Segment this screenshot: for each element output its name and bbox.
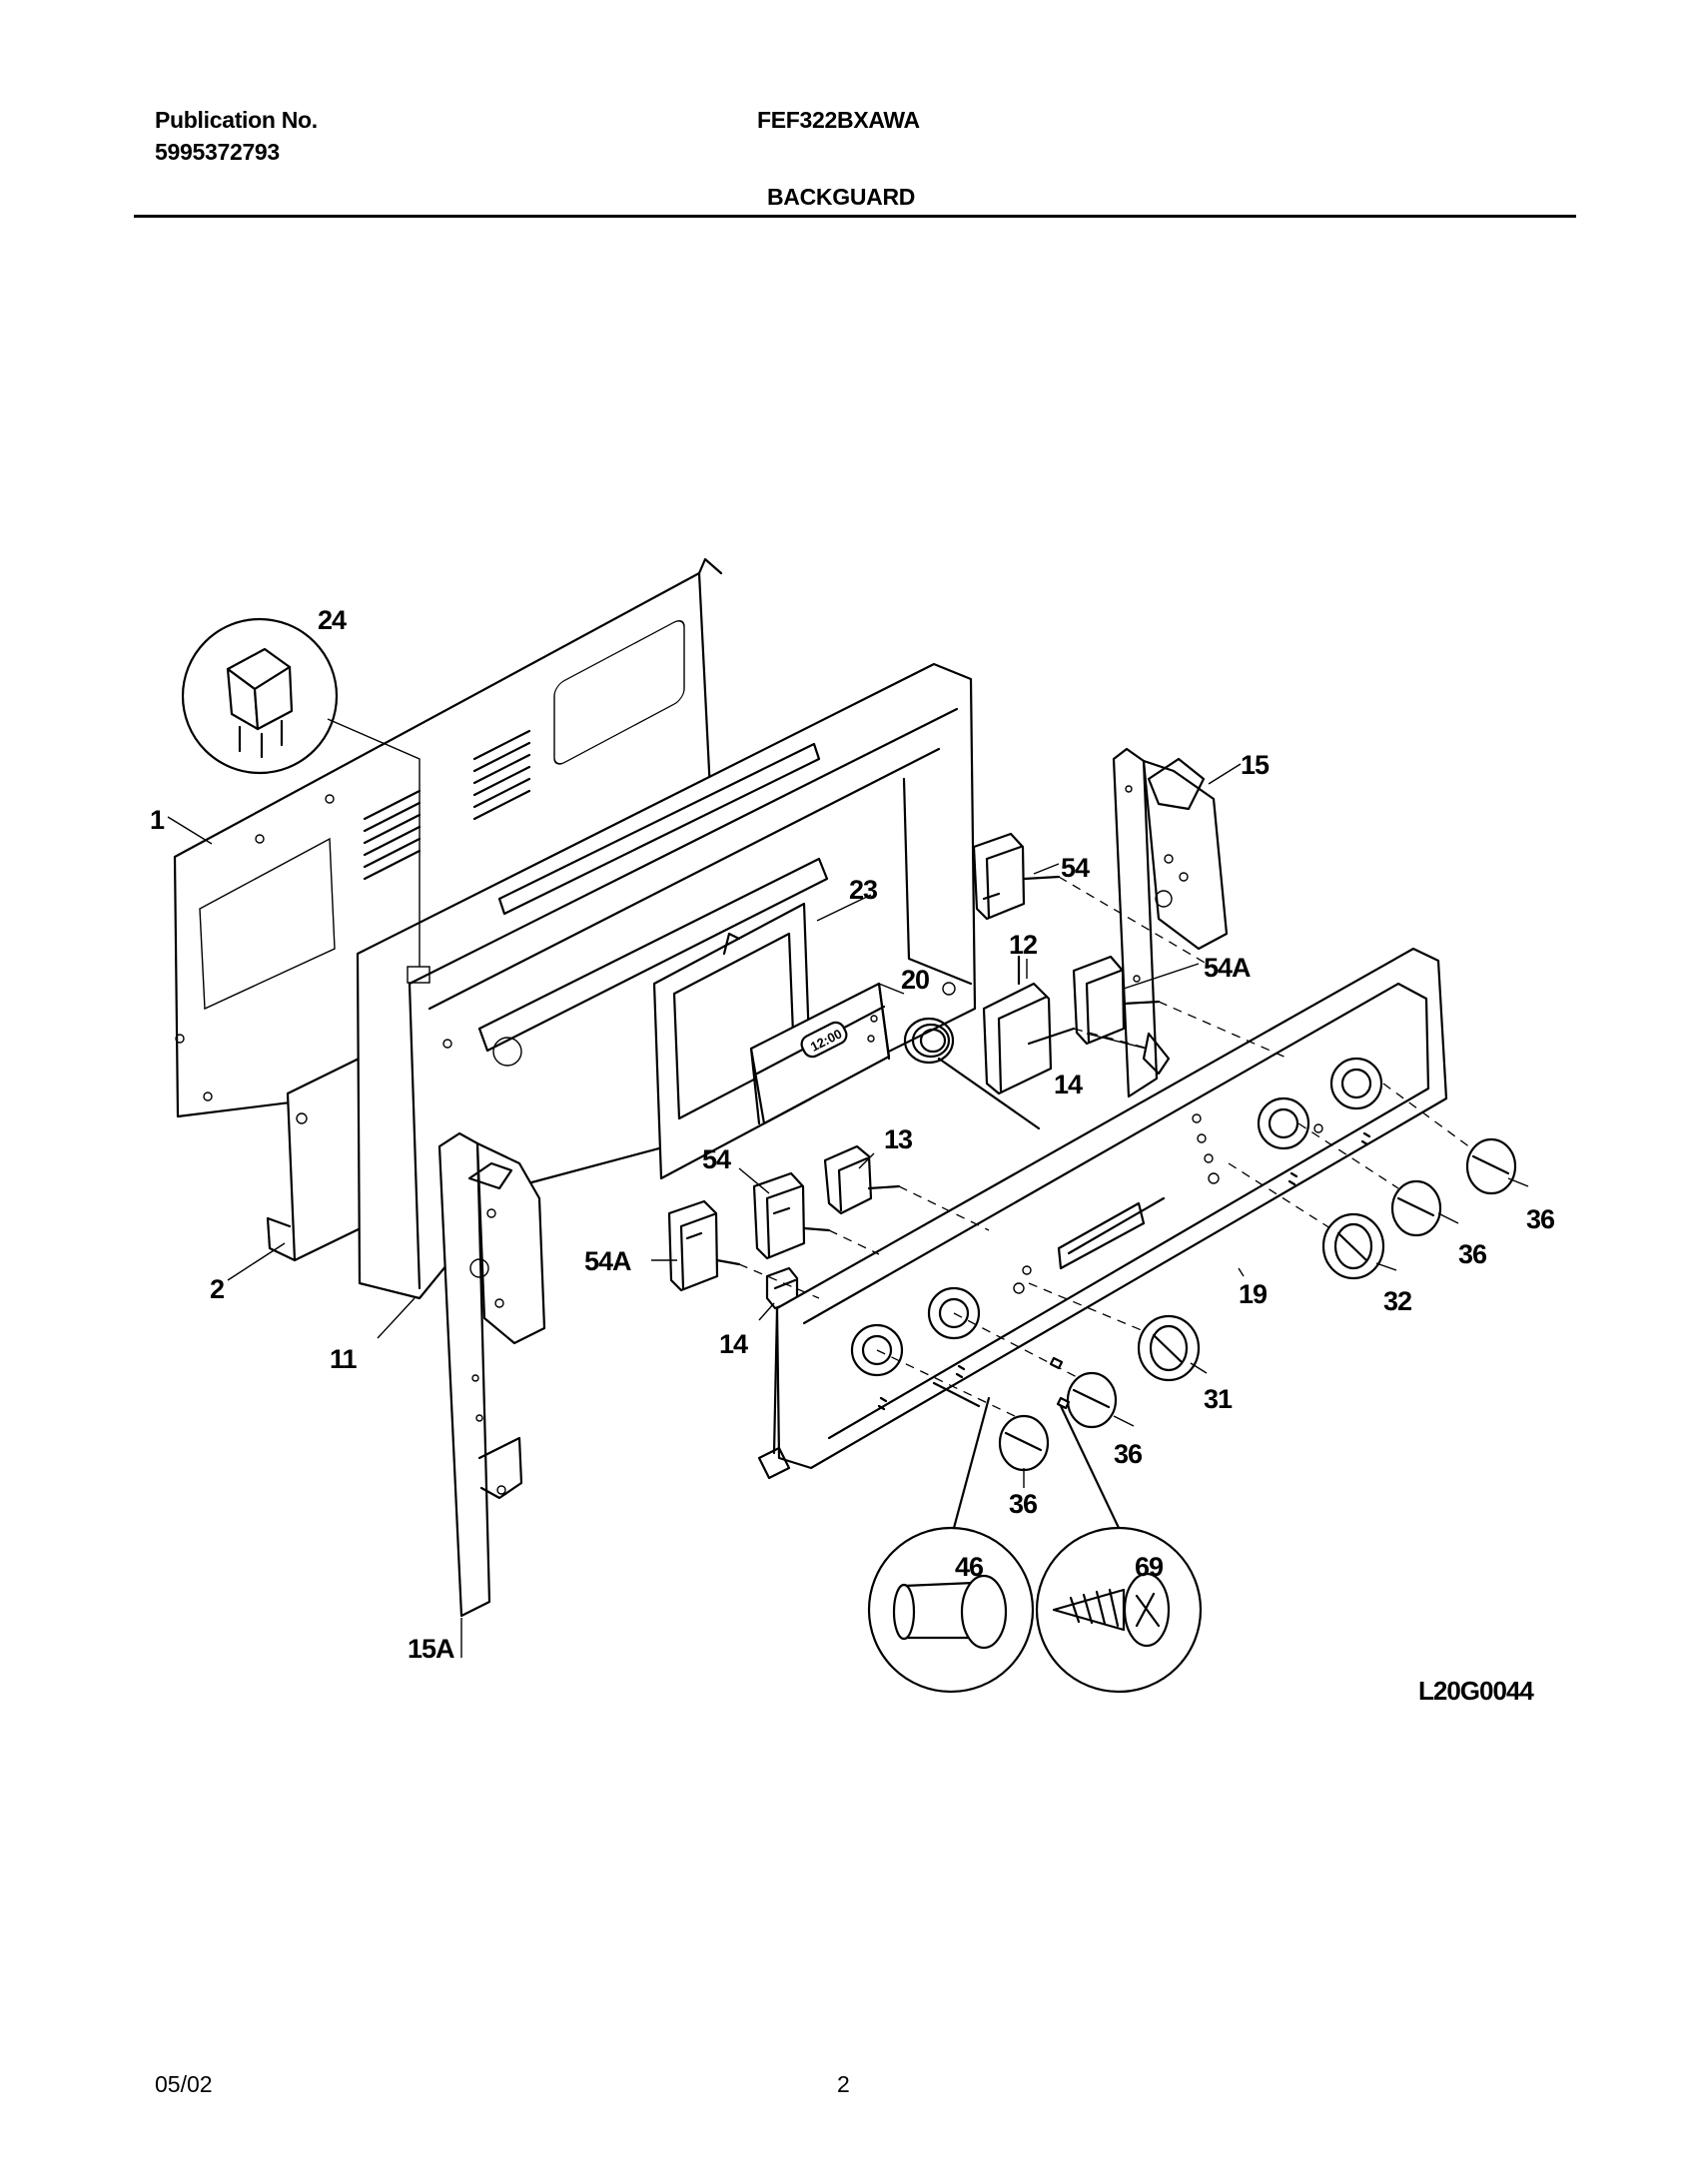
section-title: BACKGUARD bbox=[767, 184, 916, 210]
callout-14-right: 14 bbox=[1054, 1070, 1083, 1099]
right-side-bracket-part-15 bbox=[1112, 747, 1229, 1098]
model-number: FEF322BXAWA bbox=[757, 107, 920, 133]
callout-leaders bbox=[167, 763, 1529, 1658]
callout-69: 69 bbox=[1135, 1552, 1164, 1582]
control-knobs bbox=[998, 1137, 1517, 1472]
knob-part-36-3 bbox=[1066, 1371, 1118, 1429]
left-side-bracket-part-15A bbox=[437, 1131, 546, 1618]
knob-part-36-4 bbox=[998, 1414, 1050, 1472]
infinite-switch-part-54-right bbox=[972, 832, 1061, 921]
electronic-clock-part-20: 12:00 bbox=[749, 982, 891, 1125]
knob-part-36-1 bbox=[1465, 1137, 1517, 1195]
callout-36-right: 36 bbox=[1458, 1239, 1487, 1269]
rocker-switch-detail-part-24 bbox=[181, 617, 421, 967]
panel-screw bbox=[1049, 1356, 1064, 1370]
knob-part-36-2 bbox=[1390, 1179, 1442, 1237]
callout-46: 46 bbox=[955, 1552, 984, 1582]
drawing-code: L20G0044 bbox=[1418, 1676, 1534, 1706]
oven-thermostat-part-12 bbox=[982, 955, 1076, 1095]
callout-54A-right: 54A bbox=[1204, 953, 1251, 983]
callout-2: 2 bbox=[210, 1274, 224, 1304]
knob-insert-detail-part-46 bbox=[867, 1526, 1035, 1694]
leader-69 bbox=[1059, 1404, 1121, 1530]
callout-19: 19 bbox=[1239, 1279, 1268, 1309]
callout-12: 12 bbox=[1009, 930, 1037, 960]
leader-46 bbox=[952, 1396, 991, 1530]
panel-screw-2 bbox=[1056, 1396, 1071, 1410]
alignment-lines bbox=[738, 876, 1479, 1419]
infinite-switch-part-54A-right bbox=[1072, 955, 1171, 1076]
callout-32: 32 bbox=[1383, 1286, 1411, 1316]
callout-36-left: 36 bbox=[1009, 1489, 1038, 1519]
callout-31: 31 bbox=[1204, 1384, 1233, 1414]
callout-54-left: 54 bbox=[702, 1144, 731, 1174]
header-rule bbox=[134, 215, 1576, 218]
callout-15: 15 bbox=[1241, 750, 1270, 780]
callout-15A: 15A bbox=[408, 1634, 454, 1664]
callout-24: 24 bbox=[318, 605, 347, 635]
callout-36-mid: 36 bbox=[1114, 1439, 1143, 1469]
shaft-pin bbox=[932, 1381, 981, 1408]
control-panel-part-19 bbox=[757, 947, 1448, 1480]
callout-11: 11 bbox=[330, 1344, 358, 1374]
callout-36-far-right: 36 bbox=[1526, 1204, 1555, 1234]
callout-54A-left: 54A bbox=[584, 1246, 631, 1276]
vent-slots-right bbox=[472, 729, 531, 821]
vent-slots-left bbox=[363, 789, 422, 881]
indicator-light-part-13 bbox=[823, 1144, 901, 1215]
infinite-switch-part-54-left bbox=[752, 1171, 831, 1260]
knob-part-32 bbox=[1321, 1212, 1385, 1280]
burner-indicator-knob-openings bbox=[850, 1057, 1383, 1377]
page-number: 2 bbox=[837, 2071, 850, 2097]
footer-date: 05/02 bbox=[155, 2071, 213, 2097]
capillary-coil bbox=[903, 1017, 1041, 1130]
callout-13: 13 bbox=[884, 1124, 913, 1154]
callout-23: 23 bbox=[849, 875, 878, 905]
callout-1: 1 bbox=[150, 805, 165, 835]
publication-number: 5995372793 bbox=[155, 139, 280, 165]
publication-label: Publication No. bbox=[155, 107, 318, 133]
callout-20: 20 bbox=[901, 965, 929, 995]
screw-detail-part-69 bbox=[1035, 1526, 1203, 1694]
callout-54-right: 54 bbox=[1061, 853, 1090, 883]
callout-14-left: 14 bbox=[719, 1329, 748, 1359]
infinite-switch-part-54A-left bbox=[667, 1199, 741, 1292]
knob-part-31 bbox=[1137, 1314, 1201, 1382]
